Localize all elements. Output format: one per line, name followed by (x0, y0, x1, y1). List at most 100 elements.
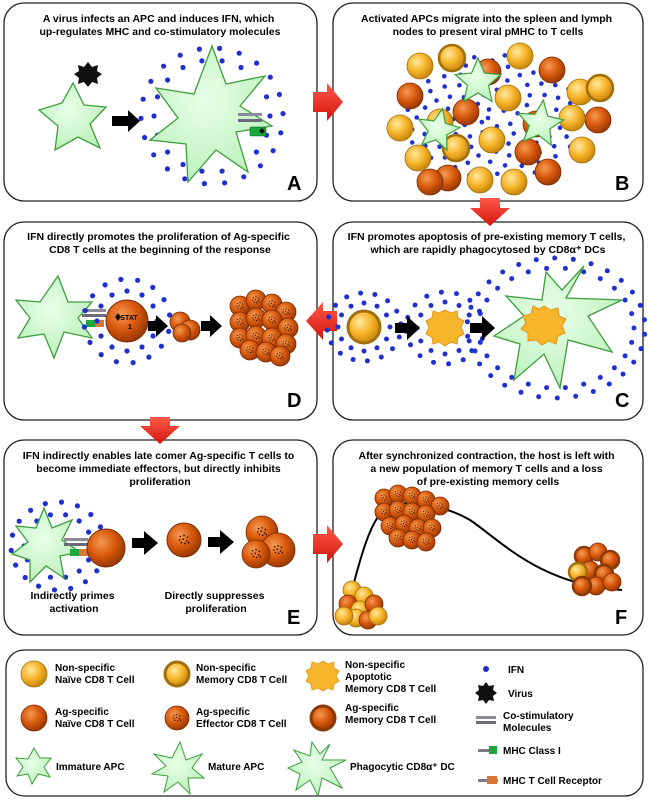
effector-granule (239, 318, 241, 320)
ag-t-cell (172, 323, 192, 343)
ifn-dot (611, 285, 617, 291)
ns-naive-t-cell (558, 104, 586, 132)
legend-label-ag-naive: Ag-specific Naïve CD8 T Cell (55, 707, 135, 730)
ifn-dot (385, 298, 391, 304)
ag-t-cell (269, 345, 291, 367)
ifn-dot (384, 336, 389, 342)
ifn-dot (13, 562, 19, 568)
effector-granule (236, 334, 238, 336)
mature-apc-a (148, 44, 274, 184)
effector-granule (399, 510, 401, 512)
effector-granule (272, 340, 274, 342)
effector-granule (399, 535, 401, 537)
effector-granule (274, 305, 276, 307)
ifn-dot (165, 149, 171, 155)
ifn-dot (542, 92, 547, 98)
effector-granule (437, 503, 439, 505)
ifn-dot (553, 154, 558, 159)
ifn-dot (199, 168, 205, 174)
effector-granule (282, 311, 284, 313)
ifn-dot (502, 53, 508, 58)
ifn-dot (554, 395, 560, 401)
effector-granule (287, 324, 289, 326)
effector-granule (400, 511, 402, 513)
ifn-dot (555, 95, 561, 101)
ifn-dot (109, 344, 115, 350)
ag-t-cell (416, 532, 436, 552)
effector-granule (427, 542, 429, 544)
effector-granule (409, 537, 411, 539)
ifn-dot (562, 385, 568, 391)
ifn-dot (409, 140, 415, 145)
effector-granule (290, 329, 292, 331)
ifn-dot (484, 297, 490, 303)
effector-granule (415, 529, 417, 531)
effector-granule (414, 497, 416, 499)
ifn-dot (263, 94, 270, 100)
ifn-dot (622, 353, 628, 359)
effector-granule (400, 495, 402, 497)
effector-granule (380, 511, 382, 513)
ifn-dot (554, 107, 559, 113)
panel-c-letter: C (615, 390, 629, 412)
effector-granule (408, 511, 410, 513)
effector-granule (413, 512, 415, 514)
panel-a-title: A virus infects an APC and induces IFN, … (40, 13, 281, 38)
legend-icon-effector-granules (172, 713, 182, 722)
effector-granule (252, 296, 254, 298)
ifn-dot (76, 518, 82, 524)
effector-granule (282, 357, 284, 359)
effector-granule (408, 539, 410, 541)
effector-granule (395, 491, 397, 493)
effector-granule (286, 346, 288, 348)
costim-molecule-e (64, 538, 88, 546)
ifn-dot (426, 78, 431, 84)
effector-granule (259, 555, 262, 558)
effector-granule (419, 525, 421, 527)
ifn-dot (597, 276, 603, 282)
effector-granule (269, 305, 271, 307)
ifn-dot (637, 302, 643, 308)
ifn-dot (509, 374, 515, 380)
effector-granule (250, 553, 253, 555)
effector-granule (381, 513, 383, 515)
ifn-dot (544, 265, 550, 271)
ifn-dot (564, 134, 569, 139)
ifn-dot (465, 333, 471, 339)
effector-granule (385, 512, 387, 514)
ifn-dot (270, 148, 276, 154)
effector-granule (179, 715, 181, 717)
effector-granule (255, 314, 257, 316)
ifn-dot (487, 159, 493, 165)
effector-granule (381, 509, 383, 511)
effector-granule (405, 521, 407, 523)
ag-t-cell (452, 98, 480, 126)
effector-granule (386, 525, 388, 527)
mhc-class-i-a (249, 126, 267, 137)
ifn-dot (364, 358, 370, 364)
effector-granule (175, 716, 177, 718)
panel-f-title: After synchronized contraction, the host… (358, 450, 617, 488)
mature-apc-e (10, 506, 82, 584)
ifn-dot (418, 338, 424, 344)
peak-effector-cluster-f (374, 484, 450, 552)
effector-granule (265, 533, 268, 536)
arrow-d2 (201, 315, 222, 337)
effector-granule (254, 552, 256, 554)
effector-granule (241, 322, 243, 324)
ifn-dot (151, 152, 157, 158)
legend-label-ns-memory: Non-specific Memory CD8 T Cell (196, 663, 287, 686)
ifn-dot (328, 340, 334, 346)
effector-granule (381, 495, 383, 497)
panel-d-letter: D (287, 390, 301, 412)
ifn-dot (467, 134, 473, 139)
panel-e-title: IFN indirectly enables late comer Ag-spe… (23, 450, 297, 488)
effector-granule (282, 343, 284, 345)
ifn-dot (81, 324, 87, 330)
effector-granule (401, 525, 403, 527)
effector-granule (274, 317, 276, 319)
ifn-dot (390, 346, 395, 352)
ifn-dot (337, 350, 343, 356)
effector-granule (269, 339, 271, 341)
effector-granule (434, 529, 436, 531)
